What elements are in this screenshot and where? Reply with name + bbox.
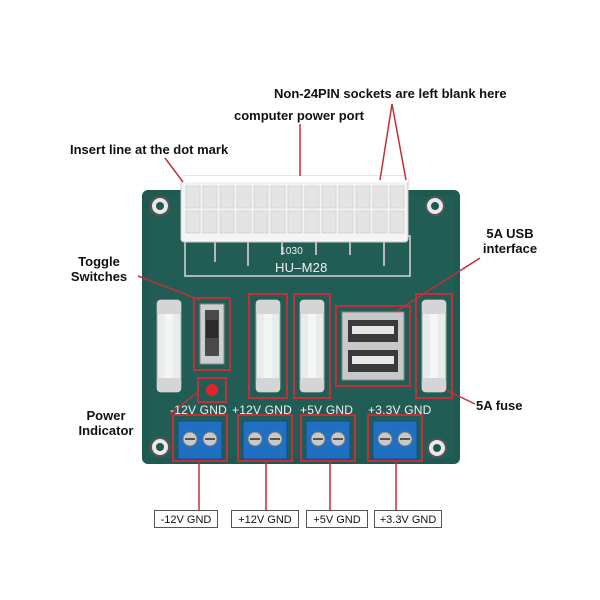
board-model: HU–M28 bbox=[275, 260, 328, 275]
callout-toggle-line1: Toggle bbox=[78, 254, 120, 269]
callout-indicator-line2: Indicator bbox=[78, 423, 134, 438]
terminal-block-4 bbox=[372, 420, 418, 460]
callout-toggle-switches: Toggle Switches bbox=[64, 254, 134, 284]
fuse-outline-3 bbox=[415, 293, 453, 399]
rail-label-4: +3.3V GND bbox=[368, 403, 432, 417]
terminal-label-4: +3.3V GND bbox=[374, 510, 442, 528]
mounting-holes bbox=[150, 196, 447, 458]
power-led bbox=[206, 384, 218, 396]
led-outline bbox=[197, 377, 227, 403]
fuse-left bbox=[156, 299, 182, 393]
terminal-label-3: +5V GND bbox=[306, 510, 368, 528]
toggle-switch-outline bbox=[193, 297, 231, 371]
callout-indicator-line1: Power bbox=[86, 408, 126, 423]
terminal-block-2 bbox=[242, 420, 288, 460]
callout-power-indicator: Power Indicator bbox=[66, 408, 146, 438]
callout-fuse: 5A fuse bbox=[476, 398, 523, 413]
fuse-outline-1 bbox=[248, 293, 288, 399]
callout-non-24pin: Non-24PIN sockets are left blank here bbox=[274, 86, 507, 101]
terminal-outline-3 bbox=[300, 414, 356, 462]
terminal-outline-2 bbox=[237, 414, 293, 462]
usb-outline bbox=[335, 305, 411, 387]
terminal-outline-1 bbox=[172, 414, 228, 462]
fuse-center-right bbox=[299, 299, 325, 393]
leader-lines bbox=[137, 103, 481, 510]
rail-label-2: +12V GND bbox=[232, 403, 292, 417]
mounting-hole bbox=[431, 202, 439, 210]
rail-label-3: +5V GND bbox=[300, 403, 354, 417]
fuse-center-left bbox=[255, 299, 281, 393]
terminal-label-1: -12V GND bbox=[154, 510, 218, 528]
fuse-right bbox=[421, 299, 447, 393]
fuse-outline-2 bbox=[293, 293, 331, 399]
terminal-block-1 bbox=[177, 420, 223, 460]
toggle-switch bbox=[199, 303, 225, 365]
terminal-label-2: +12V GND bbox=[231, 510, 299, 528]
board-code: 1030 bbox=[280, 246, 304, 257]
callout-toggle-line2: Switches bbox=[70, 269, 128, 284]
callout-usb-line1: 5A USB bbox=[486, 226, 534, 241]
mounting-hole bbox=[156, 443, 164, 451]
callout-power-port: computer power port bbox=[234, 108, 365, 123]
callout-insert-line: Insert line at the dot mark bbox=[70, 142, 229, 157]
terminal-outline-4 bbox=[367, 414, 423, 462]
atx-24pin-connector bbox=[180, 175, 409, 266]
mounting-hole bbox=[156, 202, 164, 210]
callout-usb-line2: interface bbox=[482, 241, 538, 256]
mounting-hole bbox=[433, 444, 441, 452]
callout-usb: 5A USB interface bbox=[472, 226, 548, 256]
terminal-block-3 bbox=[305, 420, 351, 460]
usb-port bbox=[341, 311, 405, 381]
rail-label-1: -12V GND bbox=[170, 403, 227, 417]
